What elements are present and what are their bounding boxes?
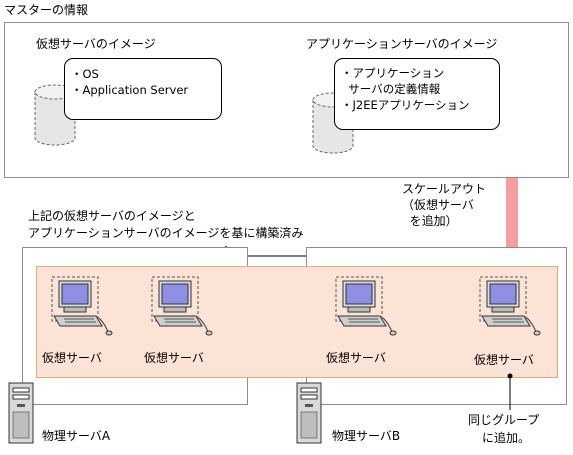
scaleout-line-1: スケールアウト bbox=[402, 182, 487, 196]
group-note-leader bbox=[507, 373, 513, 410]
built-line-1: 上記の仮想サーバのイメージと bbox=[28, 209, 196, 223]
app-image-item-def: サーバの定義情報 bbox=[341, 82, 441, 96]
server-group bbox=[36, 266, 558, 378]
scaleout-line-2: （仮想サーバ bbox=[402, 198, 474, 212]
scaleout-line-3: を追加） bbox=[402, 214, 458, 228]
app-image-item-j2ee: ・J2EEアプリケーション bbox=[341, 98, 470, 112]
app-image-item-app: ・アプリケーション bbox=[341, 66, 445, 80]
vm-label-2: 仮想サーバ bbox=[144, 351, 204, 365]
vm-image-label: 仮想サーバのイメージ bbox=[36, 37, 156, 51]
vm-computer-icon-2 bbox=[151, 276, 213, 336]
vm-image-contents: ・OS ・Application Server bbox=[64, 58, 222, 120]
vm-image-item-appserver: ・Application Server bbox=[71, 83, 189, 97]
physical-server-a-label: 物理サーバA bbox=[42, 429, 111, 443]
vm-image-item-os: ・OS bbox=[71, 67, 99, 81]
group-note-line-2: に追加。 bbox=[482, 431, 531, 445]
group-note-line-1: 同じグループ bbox=[468, 413, 540, 427]
physical-server-a-icon bbox=[8, 382, 34, 444]
built-line-2: アプリケーションサーバのイメージを基に構築済み bbox=[28, 226, 304, 240]
vm-computer-icon-3 bbox=[335, 276, 397, 336]
app-image-label: アプリケーションサーバのイメージ bbox=[306, 37, 498, 51]
vm-computer-icon-4 bbox=[479, 276, 541, 336]
physical-server-b-label: 物理サーバB bbox=[332, 429, 401, 443]
vm-label-3: 仮想サーバ bbox=[326, 351, 386, 365]
app-image-contents: ・アプリケーション サーバの定義情報 ・J2EEアプリケーション bbox=[334, 58, 500, 130]
physical-server-b-icon bbox=[296, 382, 322, 444]
master-title: マスターの情報 bbox=[4, 3, 89, 17]
vm-label-4: 仮想サーバ bbox=[474, 353, 534, 367]
vm-computer-icon-1 bbox=[51, 276, 113, 336]
vm-label-1: 仮想サーバ bbox=[42, 351, 102, 365]
